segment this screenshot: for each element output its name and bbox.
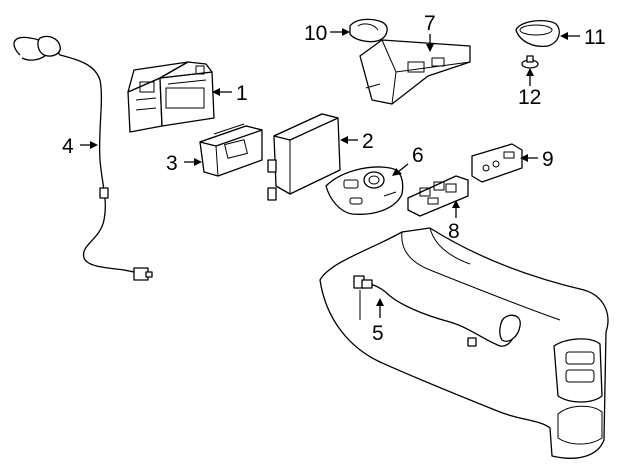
- callout-8: 8: [448, 220, 460, 243]
- callout-4: 4: [62, 135, 74, 158]
- callout-1: 1: [236, 82, 248, 105]
- callout-5: 5: [372, 322, 384, 345]
- part-10-clip: [349, 18, 388, 43]
- part-6-control-panel: [325, 166, 404, 215]
- part-11-lamp: [515, 19, 560, 48]
- callout-6: 6: [412, 144, 424, 167]
- callout-9: 9: [542, 148, 554, 171]
- callout-3: 3: [166, 152, 178, 175]
- part-5-wire-harness: [353, 275, 521, 347]
- leader-lines: [80, 28, 580, 318]
- part-1-radio-unit: [127, 61, 215, 133]
- callout-10: 10: [304, 22, 327, 45]
- part-3-control-module: [199, 123, 263, 177]
- part-2-module-box: [267, 113, 341, 201]
- part-9-small-panel: [471, 143, 523, 183]
- part-8-switch-panel: [407, 175, 469, 217]
- part-4-antenna-cable: [13, 35, 153, 281]
- callout-7: 7: [424, 12, 436, 35]
- callout-numbers: 1 2 3 4 5 6 7 8 9 10 11 12: [62, 12, 606, 345]
- center-console: [319, 227, 609, 459]
- part-12-small-clip: [521, 55, 539, 69]
- callout-2: 2: [362, 130, 374, 153]
- part-7-bracket: [359, 39, 471, 105]
- callout-11: 11: [584, 26, 606, 49]
- callout-12: 12: [518, 86, 541, 109]
